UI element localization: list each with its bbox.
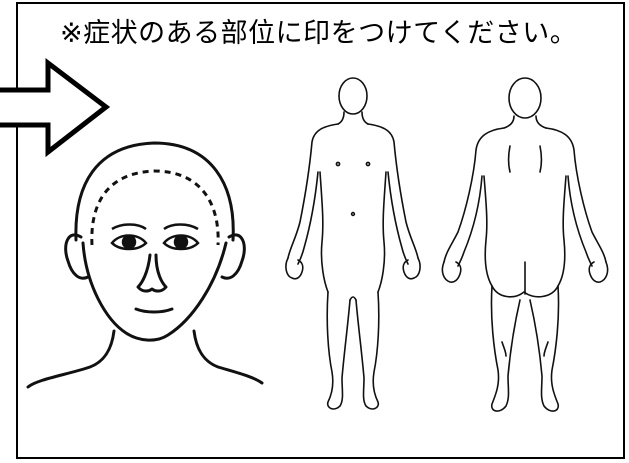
face-diagram bbox=[26, 125, 266, 395]
instruction-text: ※症状のある部位に印をつけてください。 bbox=[60, 17, 620, 51]
body-back-diagram bbox=[440, 72, 610, 417]
body-front-diagram bbox=[278, 72, 428, 417]
